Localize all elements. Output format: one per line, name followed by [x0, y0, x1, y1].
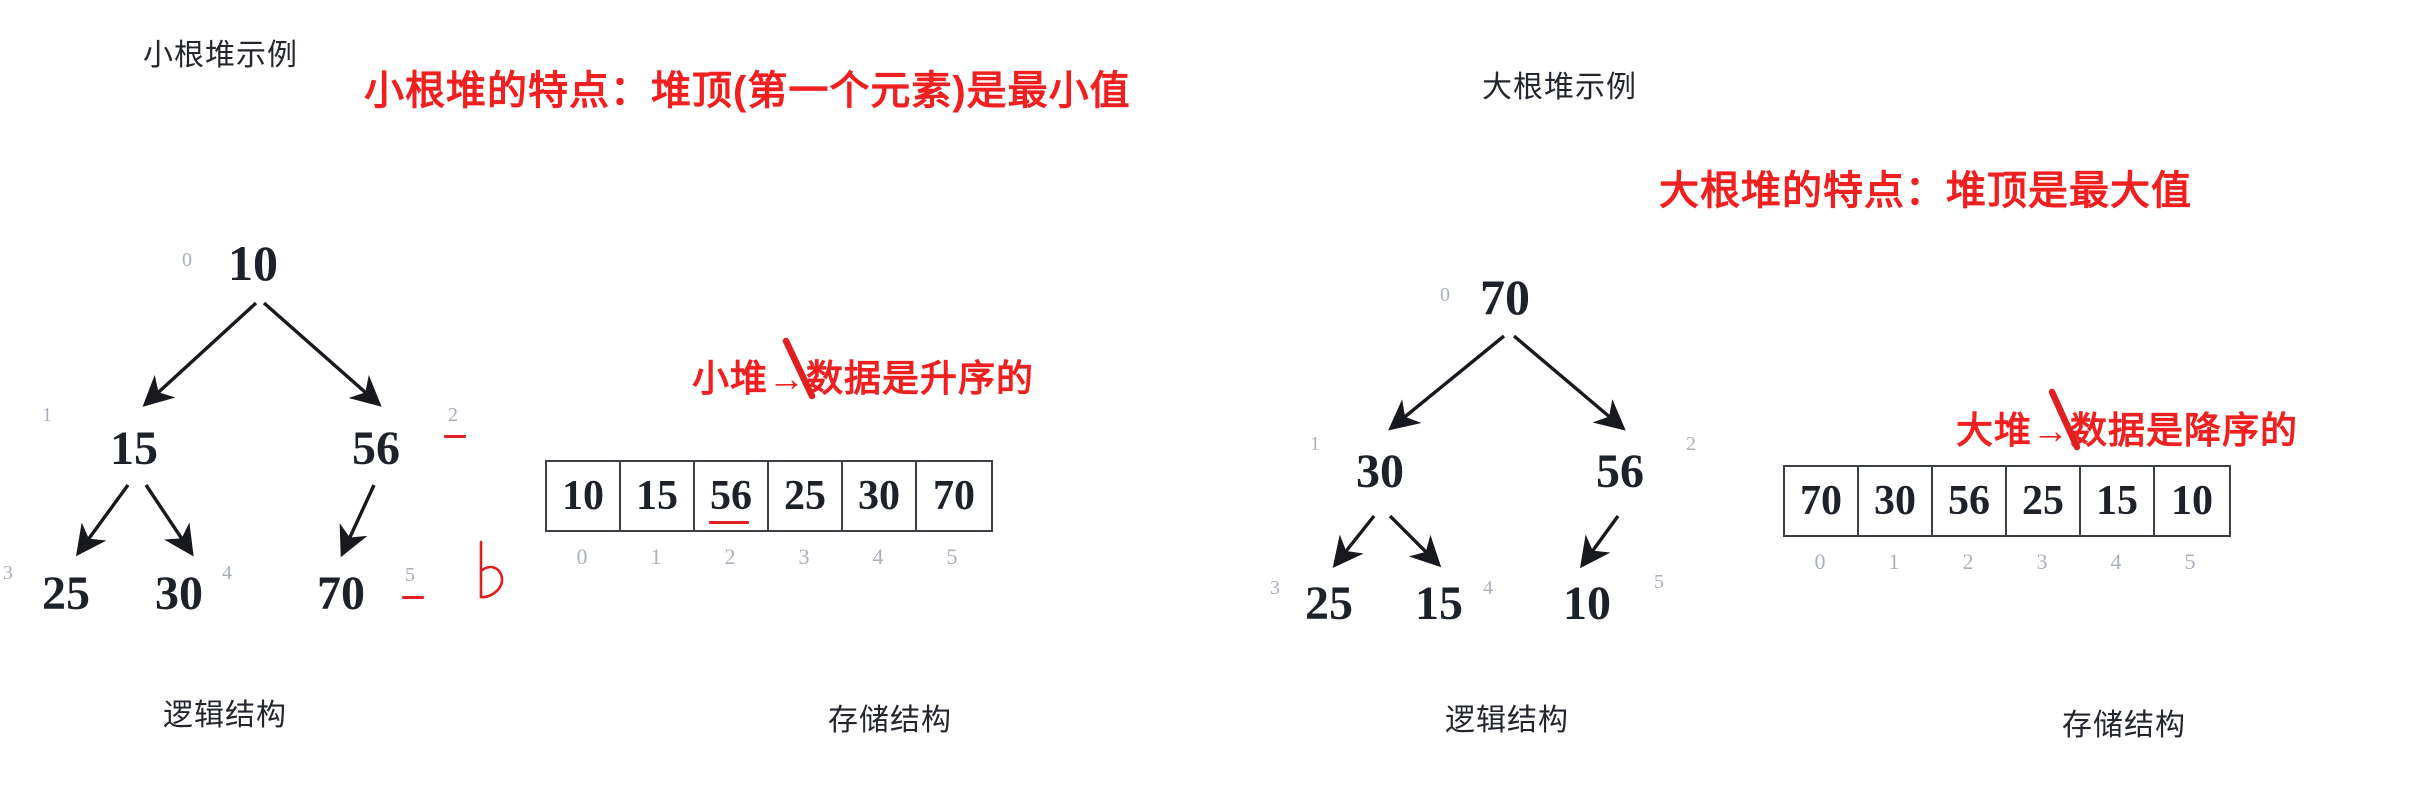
red-pen-b-mark [479, 540, 504, 599]
array-cell[interactable]: 25 [769, 462, 843, 530]
right-array: 70 30 56 25 15 10 0 1 2 3 4 5 [1783, 465, 2231, 575]
tree-node-right-0: 70 [1480, 269, 1530, 325]
tree-index-left-5: 5 [405, 564, 415, 586]
array-cell[interactable]: 15 [621, 462, 695, 530]
array-index: 2 [1962, 549, 1974, 574]
array-index: 3 [2036, 549, 2048, 574]
red-underline-index-2-left [444, 435, 466, 438]
array-index: 0 [576, 544, 588, 569]
array-cell[interactable]: 10 [2171, 478, 2213, 524]
array-cell[interactable]: 25 [2007, 467, 2081, 535]
tree-node-left-3: 25 [42, 567, 90, 620]
left-tree-caption: 逻辑结构 [163, 699, 287, 732]
tree-node-right-5: 10 [1563, 577, 1611, 630]
tree-node-right-1: 30 [1356, 445, 1404, 498]
tree-index-left-1: 1 [42, 404, 52, 426]
right-array-index-row: 0 1 2 3 4 5 [1783, 549, 2227, 575]
array-cell[interactable]: 30 [1859, 467, 1933, 535]
left-array-row: 10 15 56 25 30 70 [545, 460, 993, 532]
right-panel-title: 大根堆示例 [1482, 71, 1637, 104]
tree-index-right-0: 0 [1440, 284, 1450, 306]
array-index: 0 [1814, 549, 1826, 574]
array-cell[interactable]: 56 [695, 462, 769, 530]
array-index: 4 [2110, 549, 2122, 574]
array-cell[interactable]: 15 [2081, 467, 2155, 535]
array-cell[interactable]: 56 [1933, 467, 2007, 535]
tree-index-left-0: 0 [182, 249, 192, 271]
array-index: 3 [798, 544, 810, 569]
tree-index-right-2: 2 [1686, 433, 1696, 455]
left-array-caption: 存储结构 [828, 704, 952, 737]
tree-index-left-4: 4 [222, 562, 232, 584]
tree-node-right-2: 56 [1596, 445, 1644, 498]
left-array: 10 15 56 25 30 70 0 1 2 3 4 5 [545, 460, 993, 570]
left-panel-title: 小根堆示例 [143, 39, 298, 72]
tree-index-left-3: 3 [3, 562, 13, 584]
array-index: 5 [2184, 549, 2196, 574]
red-underline-index-5-left [402, 596, 424, 599]
red-underline-cell-2 [709, 521, 749, 524]
tree-index-right-3: 3 [1270, 577, 1280, 599]
array-cell[interactable]: 70 [933, 473, 975, 519]
tree-index-right-1: 1 [1310, 433, 1320, 455]
tree-index-left-2: 2 [448, 404, 458, 426]
left-array-red-note: 小堆→数据是升序的 [692, 358, 1034, 399]
tree-index-right-4: 4 [1483, 577, 1493, 599]
array-cell[interactable]: 30 [843, 462, 917, 530]
left-panel-red-note: 小根堆的特点：堆顶(第一个元素)是最小值 [364, 69, 1131, 113]
array-index: 1 [650, 544, 662, 569]
tree-node-left-0: 10 [228, 235, 278, 291]
tree-node-left-2: 56 [352, 422, 400, 475]
tree-node-left-4: 30 [155, 567, 203, 620]
right-array-caption: 存储结构 [2062, 709, 2186, 742]
array-index: 5 [946, 544, 958, 569]
array-index: 1 [1888, 549, 1900, 574]
left-array-index-row: 0 1 2 3 4 5 [545, 544, 989, 570]
right-array-row: 70 30 56 25 15 10 [1783, 465, 2231, 537]
right-panel-red-note: 大根堆的特点：堆顶是最大值 [1659, 169, 2192, 213]
right-array-red-note: 大堆→数据是降序的 [1956, 410, 2298, 451]
right-tree-caption: 逻辑结构 [1445, 704, 1569, 737]
array-index: 4 [872, 544, 884, 569]
array-index: 2 [724, 544, 736, 569]
array-cell[interactable]: 10 [547, 462, 621, 530]
tree-index-right-5: 5 [1654, 571, 1664, 593]
tree-node-left-1: 15 [110, 422, 158, 475]
tree-node-right-4: 15 [1415, 577, 1463, 630]
tree-node-right-3: 25 [1305, 577, 1353, 630]
array-cell[interactable]: 70 [1785, 467, 1859, 535]
tree-node-left-5: 70 [317, 567, 365, 620]
